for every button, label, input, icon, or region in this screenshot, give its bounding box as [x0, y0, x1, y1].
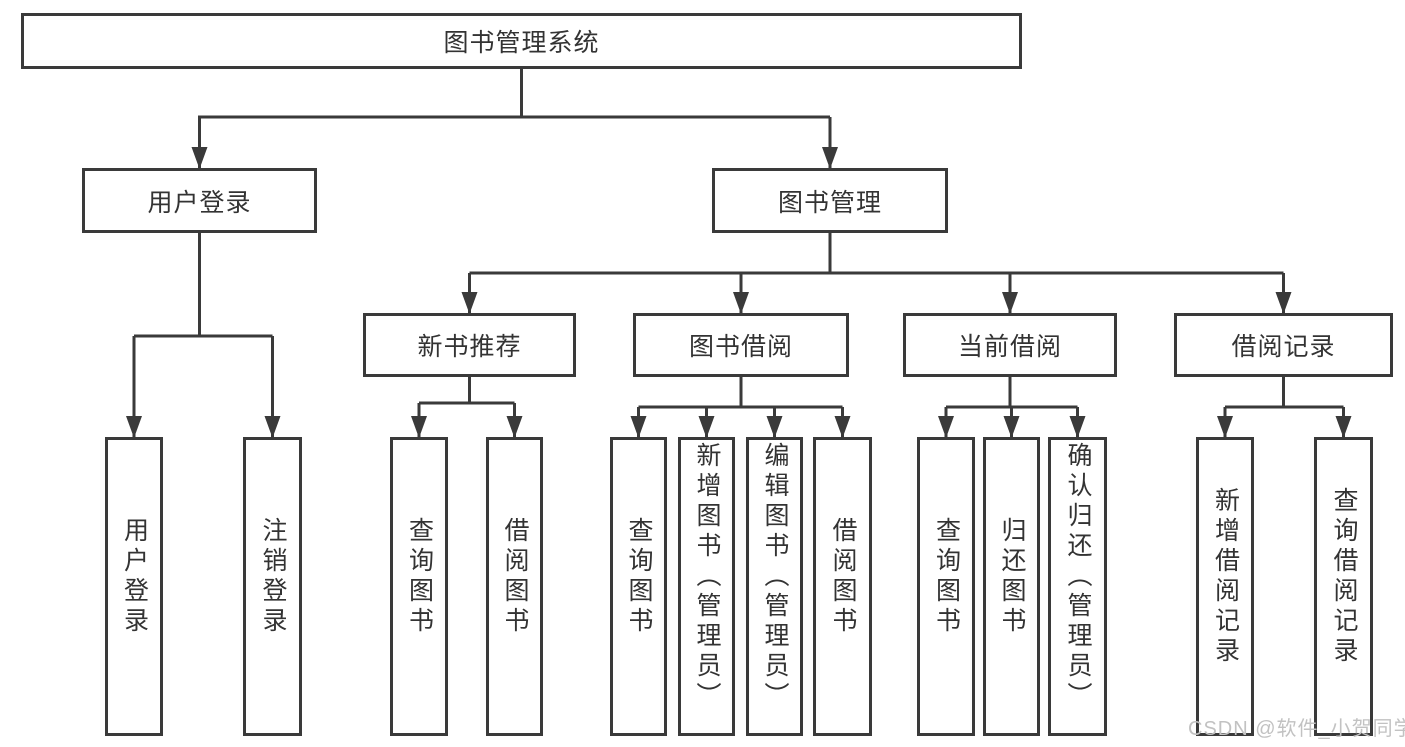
- node-label: 新增借阅记录: [1211, 486, 1240, 667]
- leaf-query-borrow-record: 查询借阅记录: [1314, 437, 1373, 736]
- node-label: 查询图书: [932, 516, 961, 637]
- csdn-watermark: CSDN @软件_小贺同学: [1188, 718, 1405, 740]
- node-library-management-system: 图书管理系统: [21, 13, 1022, 69]
- node-new-book-recommend: 新书推荐: [363, 313, 576, 377]
- node-current-borrow: 当前借阅: [903, 313, 1117, 377]
- node-label: 新书推荐: [417, 333, 522, 361]
- node-borrow-records: 借阅记录: [1174, 313, 1393, 377]
- node-label: 查询图书: [625, 516, 653, 637]
- node-label: 查询借阅记录: [1330, 486, 1358, 667]
- node-label: 用户登录: [120, 516, 149, 637]
- leaf-user-login: 用户登录: [105, 437, 163, 736]
- node-label: 新增图书（管理员）: [693, 441, 721, 712]
- node-book-management: 图书管理: [712, 168, 948, 233]
- leaf-return-books: 归还图书: [983, 437, 1040, 736]
- leaf-borrow-books-recommend: 借阅图书: [486, 437, 543, 736]
- node-label: 注销登录: [259, 516, 287, 637]
- node-label: 借阅图书: [501, 516, 529, 637]
- leaf-borrow-books: 借阅图书: [813, 437, 872, 736]
- leaf-query-books-borrow: 查询图书: [610, 437, 667, 736]
- node-label: 编辑图书（管理员）: [761, 441, 789, 712]
- leaf-logout-login: 注销登录: [243, 437, 302, 736]
- node-label: 查询图书: [405, 516, 434, 637]
- leaf-query-books-recommend: 查询图书: [390, 437, 448, 736]
- node-book-borrow: 图书借阅: [633, 313, 849, 377]
- leaf-add-books-admin: 新增图书（管理员）: [678, 437, 735, 736]
- node-label: 当前借阅: [957, 333, 1062, 361]
- leaf-add-borrow-record: 新增借阅记录: [1196, 437, 1254, 736]
- leaf-confirm-return-admin: 确认归还（管理员）: [1048, 437, 1107, 736]
- leaf-query-books-current: 查询图书: [917, 437, 975, 736]
- node-label: 借阅记录: [1231, 333, 1336, 361]
- node-label: 借阅图书: [829, 516, 857, 637]
- node-user-login: 用户登录: [82, 168, 317, 233]
- node-label: 用户登录: [147, 188, 252, 217]
- node-label: 图书管理系统: [443, 29, 600, 57]
- node-label: 归还图书: [998, 516, 1026, 637]
- leaf-edit-books-admin: 编辑图书（管理员）: [746, 437, 803, 736]
- node-label: 图书借阅: [688, 333, 793, 361]
- node-label: 确认归还（管理员）: [1064, 441, 1092, 712]
- node-label: 图书管理: [777, 188, 882, 217]
